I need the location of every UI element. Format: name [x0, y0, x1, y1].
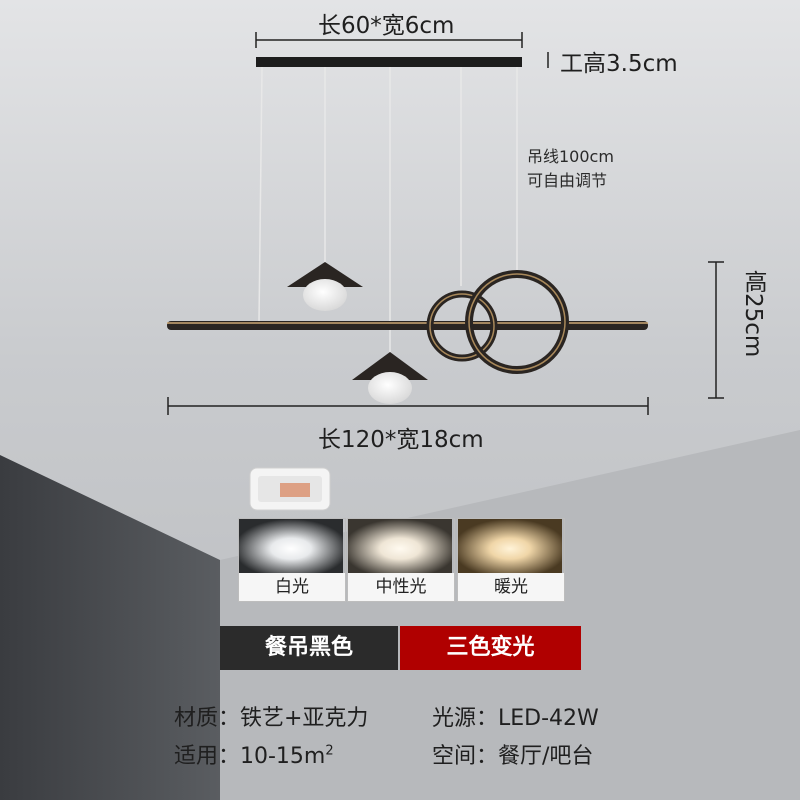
swatch-label-warm: 暖光: [458, 573, 564, 601]
light-source-spec: 光源：LED-42W: [432, 706, 599, 731]
warm-light-swatch: [458, 519, 562, 573]
canopy-dimension-label: 长60*宽6cm: [318, 13, 455, 39]
neutral-light-swatch: [348, 519, 452, 573]
swatch-white: 白光: [238, 518, 346, 602]
body-height-label: 高25cm: [740, 270, 766, 358]
pendant-shade-1: [287, 262, 363, 287]
pendant-shade-2: [352, 352, 428, 380]
body-dimension-label: 长120*宽18cm: [318, 427, 484, 453]
swatch-neutral: 中性光: [347, 518, 455, 602]
canopy: [256, 57, 522, 67]
swatch-label-white: 白光: [239, 573, 345, 601]
remote-receiver-icon: [249, 467, 331, 511]
pendant-bulb-2: [368, 372, 412, 404]
wire-length-label: 吊线100cm: [527, 147, 614, 166]
color-mode-tag: 三色变光: [400, 626, 581, 670]
space-spec: 空间：餐厅/吧台: [432, 744, 594, 769]
finish-tag: 餐吊黑色: [220, 626, 398, 670]
canopy-height-label: 工高3.5cm: [560, 51, 678, 77]
back-wall: [220, 430, 800, 800]
material-spec: 材质：铁艺+亚克力: [174, 706, 369, 731]
pendant-bulb-1: [303, 279, 347, 311]
left-wall: [0, 455, 220, 800]
wire-adjust-label: 可自由调节: [527, 171, 608, 190]
area-spec-superscript: 2: [325, 743, 334, 759]
white-light-swatch: [239, 519, 343, 573]
swatch-label-neutral: 中性光: [348, 573, 454, 601]
area-spec: 适用：10-15m2: [174, 738, 334, 770]
area-spec-text: 适用：10-15m: [174, 744, 326, 769]
swatch-warm: 暖光: [457, 518, 565, 602]
wire-note: 吊线100cm 可自由调节: [527, 145, 614, 193]
